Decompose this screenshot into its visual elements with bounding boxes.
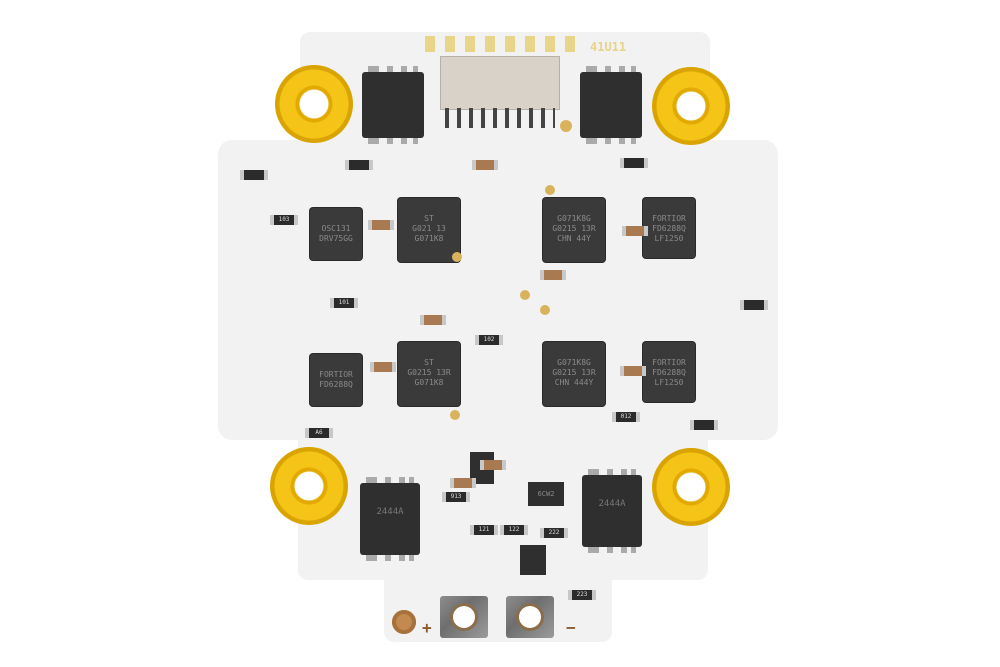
resistor: 222	[540, 528, 568, 538]
resistor	[345, 160, 373, 170]
capacitor	[420, 315, 446, 325]
capacitor	[622, 226, 648, 236]
chip-driver-right-top: FORTIOR FD6288Q LF1250	[643, 198, 695, 258]
capacitor	[370, 362, 396, 372]
test-pad	[560, 120, 572, 132]
resistor: A6	[305, 428, 333, 438]
chip-mcu-mid-bottom: ST G0215 13R G071K8	[398, 342, 460, 406]
chip-driver-left-top: OSC131 DRV75GG	[310, 208, 362, 260]
resistor: 101	[330, 298, 358, 308]
standoff-bottom-right	[652, 448, 730, 526]
signal-connector	[440, 56, 560, 110]
test-pad	[540, 305, 550, 315]
mosfet-bottom-left: 2444A	[360, 477, 420, 561]
chip-mcu-right-top: G071K8G G0215 13R CHN 44Y	[543, 198, 605, 262]
power-pad-negative	[506, 596, 554, 638]
mosfet-bottom-right: 2444A	[582, 469, 642, 553]
standoff-bottom-left	[270, 447, 348, 525]
capacitor	[480, 460, 506, 470]
resistor: 122	[500, 525, 528, 535]
minus-marking: −	[566, 618, 576, 637]
resistor	[620, 158, 648, 168]
standoff-top-right	[652, 67, 730, 145]
resistor	[690, 420, 718, 430]
board-label: 41U11	[590, 40, 627, 54]
resistor	[240, 170, 268, 180]
resistor: 102	[475, 335, 503, 345]
gold-fingers	[425, 36, 585, 56]
standoff-top-left	[275, 65, 353, 143]
chip-mcu-mid-top: ST G021 13 G071K8	[398, 198, 460, 262]
resistor: 913	[442, 492, 470, 502]
capacitor	[450, 478, 476, 488]
plus-marking: +	[422, 618, 432, 637]
resistor: 223	[568, 590, 596, 600]
power-pad-positive	[440, 596, 488, 638]
chip-driver-left-bottom: FORTIOR FD6288Q	[310, 354, 362, 406]
pcb-board-tab	[384, 560, 612, 642]
capacitor	[540, 270, 566, 280]
capacitor	[368, 220, 394, 230]
resistor: 103	[270, 215, 298, 225]
power-via	[392, 610, 416, 634]
resistor	[740, 300, 768, 310]
connector-pins	[445, 108, 555, 128]
test-pad	[450, 410, 460, 420]
mosfet-top-right	[580, 66, 642, 144]
transistor-bottom	[520, 545, 546, 575]
test-pad	[452, 252, 462, 262]
mosfet-top-left	[362, 66, 424, 144]
chip-mcu-right-bottom: G071K8G G0215 13R CHN 444Y	[543, 342, 605, 406]
test-pad	[545, 185, 555, 195]
voltage-regulator: 6CW2	[528, 482, 564, 506]
chip-driver-right-bottom: FORTIOR FD6288Q LF1250	[643, 342, 695, 402]
resistor: 012	[612, 412, 640, 422]
resistor: 121	[470, 525, 498, 535]
capacitor	[620, 366, 646, 376]
test-pad	[520, 290, 530, 300]
capacitor	[472, 160, 498, 170]
